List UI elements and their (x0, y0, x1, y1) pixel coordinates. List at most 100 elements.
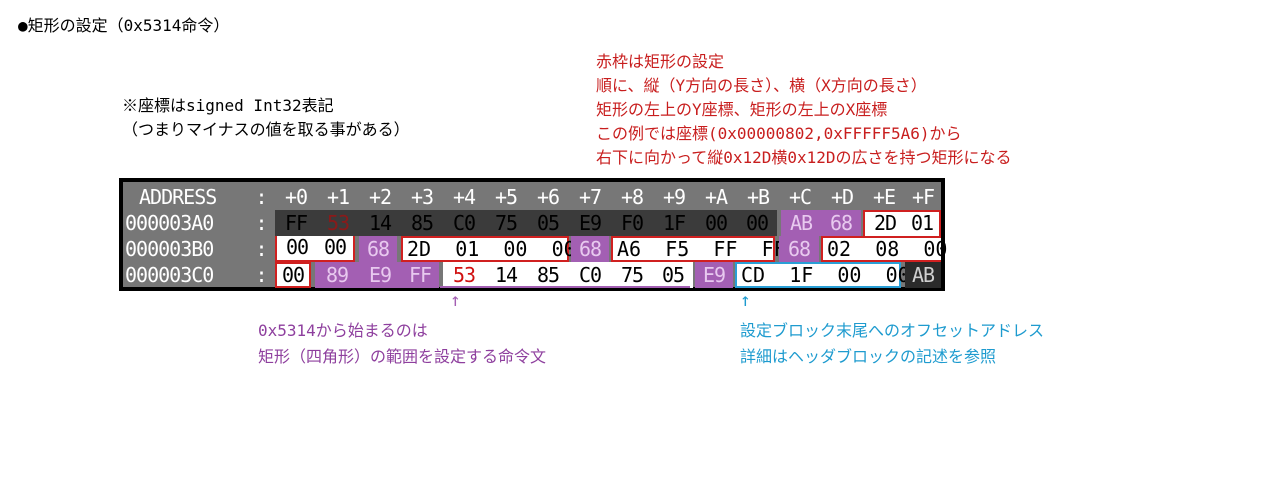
hex-row: 000003C0 : 00 89 E9 FF 53 14 85 C0 75 05… (123, 262, 941, 288)
column-header: +E (872, 185, 896, 209)
hex-byte: C0 (443, 210, 485, 236)
hex-byte: 68 (359, 236, 397, 262)
column-header: +7 (578, 185, 602, 209)
hex-byte: 85 (401, 210, 443, 236)
page-title: ●矩形の設定（0x5314命令） (18, 16, 230, 35)
offset-note: 設定ブロック末尾へのオフセットアドレス 詳細はヘッダブロックの記述を参照 (740, 318, 1044, 370)
note-line: 設定ブロック末尾へのオフセットアドレス (740, 321, 1045, 340)
column-header: +A (704, 185, 728, 209)
note-line: 詳細はヘッダブロックの記述を参照 (740, 347, 997, 366)
column-header: +6 (536, 185, 560, 209)
hex-byte: E9 (359, 262, 401, 288)
hex-byte: 00 (885, 263, 910, 287)
note-line: 矩形の左上のY座標、矩形の左上のX座標 (596, 100, 888, 119)
up-arrow-icon: ↑ (450, 290, 461, 311)
column-header: +8 (620, 185, 644, 209)
row-address: 000003C0 (125, 263, 214, 287)
hex-byte: 01 (455, 237, 480, 261)
hex-row: 000003A0 : FF 53 14 85 C0 75 05 E9 F0 1F… (123, 210, 941, 236)
hex-byte: E9 (569, 210, 611, 236)
column-header: +1 (326, 185, 350, 209)
hex-byte: AB (905, 262, 941, 288)
hex-byte: 53 (443, 262, 485, 288)
hex-grid: ADDRESS : +0 +1 +2 +3 +4 +5 +6 +7 +8 +9 … (123, 182, 947, 288)
colon: : (255, 211, 267, 235)
colon: : (255, 237, 267, 261)
column-header: +0 (284, 185, 308, 209)
hex-byte: 68 (571, 236, 609, 262)
hex-byte: 00 (923, 237, 948, 261)
hex-byte: 05 (527, 210, 569, 236)
hex-byte: 00 (837, 263, 862, 287)
column-header: +5 (494, 185, 518, 209)
hex-byte: FF (713, 237, 738, 261)
column-header: +F (911, 185, 935, 209)
colon: : (255, 263, 267, 287)
hex-byte: 75 (485, 210, 527, 236)
command-underline (440, 286, 690, 288)
hex-byte-group: A6 F5 FF FF (611, 236, 786, 262)
hex-byte-group: 02 08 00 (821, 236, 947, 262)
column-header: +B (746, 185, 770, 209)
hex-byte: 05 (653, 262, 693, 288)
hex-byte: 00 (275, 262, 311, 288)
note-line: （つまりマイナスの値を取る事がある） (122, 120, 410, 139)
red-frame-note: 赤枠は矩形の設定 順に、縦（Y方向の長さ）、横（X方向の長さ） 矩形の左上のY座… (596, 50, 1012, 170)
hex-byte: E9 (695, 262, 733, 288)
hex-byte: 02 (827, 237, 852, 261)
note-line: 右下に向かって縦0x12D横0x12Dの広さを持つ矩形になる (596, 148, 1012, 167)
hex-byte: 00 (503, 237, 528, 261)
hex-header-row: ADDRESS : +0 +1 +2 +3 +4 +5 +6 +7 +8 +9 … (123, 184, 941, 210)
command-note: 0x5314から始まるのは 矩形（四角形）の範囲を設定する命令文 (258, 318, 546, 370)
hex-byte: CD (741, 263, 766, 287)
address-header: ADDRESS (139, 185, 217, 209)
coordinate-note: ※座標はsigned Int32表記 （つまりマイナスの値を取る事がある） (122, 94, 410, 142)
hex-byte: 2D (863, 210, 905, 236)
hex-byte: 85 (527, 262, 569, 288)
hex-byte: 00 (551, 237, 576, 261)
hex-byte: 1F (789, 263, 814, 287)
note-line: ※座標はsigned Int32表記 (122, 96, 334, 115)
note-line: 順に、縦（Y方向の長さ）、横（X方向の長さ） (596, 76, 927, 95)
up-arrow-icon: ↑ (740, 290, 751, 311)
hex-byte: 08 (875, 237, 900, 261)
hex-byte: 1F (653, 210, 695, 236)
hex-byte: AB (781, 210, 821, 236)
hex-byte: 00 (317, 236, 355, 262)
hex-byte: 00 (737, 210, 777, 236)
hex-dump-panel: ADDRESS : +0 +1 +2 +3 +4 +5 +6 +7 +8 +9 … (119, 178, 947, 291)
hex-byte: C0 (569, 262, 611, 288)
note-line: 矩形（四角形）の範囲を設定する命令文 (258, 347, 547, 366)
column-header: +D (830, 185, 854, 209)
hex-byte: F5 (665, 237, 690, 261)
column-header: +4 (452, 185, 476, 209)
column-header: +3 (410, 185, 434, 209)
hex-byte: 2D (407, 237, 432, 261)
hex-byte: 68 (821, 210, 861, 236)
offset-address-group: CD 1F 00 00 (735, 262, 910, 288)
hex-byte: 89 (315, 262, 359, 288)
hex-byte: A6 (617, 237, 642, 261)
row-address: 000003A0 (125, 211, 214, 235)
column-header: +2 (368, 185, 392, 209)
hex-byte: 75 (611, 262, 653, 288)
hex-byte: 14 (359, 210, 401, 236)
hex-byte: F0 (611, 210, 653, 236)
hex-byte: FF (401, 262, 439, 288)
hex-byte: FF (275, 210, 317, 236)
note-line: この例では座標(0x00000802,0xFFFFF5A6)から (596, 124, 962, 143)
column-header: +C (788, 185, 812, 209)
hex-byte: 00 (275, 236, 317, 262)
hex-byte: 53 (317, 210, 359, 236)
hex-byte: 01 (905, 210, 941, 236)
row-address: 000003B0 (125, 237, 214, 261)
colon: : (255, 185, 267, 209)
hex-byte-group: 2D 01 00 00 (401, 236, 576, 262)
hex-byte: 00 (695, 210, 737, 236)
note-line: 赤枠は矩形の設定 (596, 52, 725, 71)
column-header: +9 (662, 185, 686, 209)
hex-byte: 14 (485, 262, 527, 288)
hex-row: 000003B0 : 00 00 68 2D 01 00 00 68 A6 F5… (123, 236, 947, 262)
note-line: 0x5314から始まるのは (258, 321, 428, 340)
hex-byte: 68 (779, 236, 819, 262)
